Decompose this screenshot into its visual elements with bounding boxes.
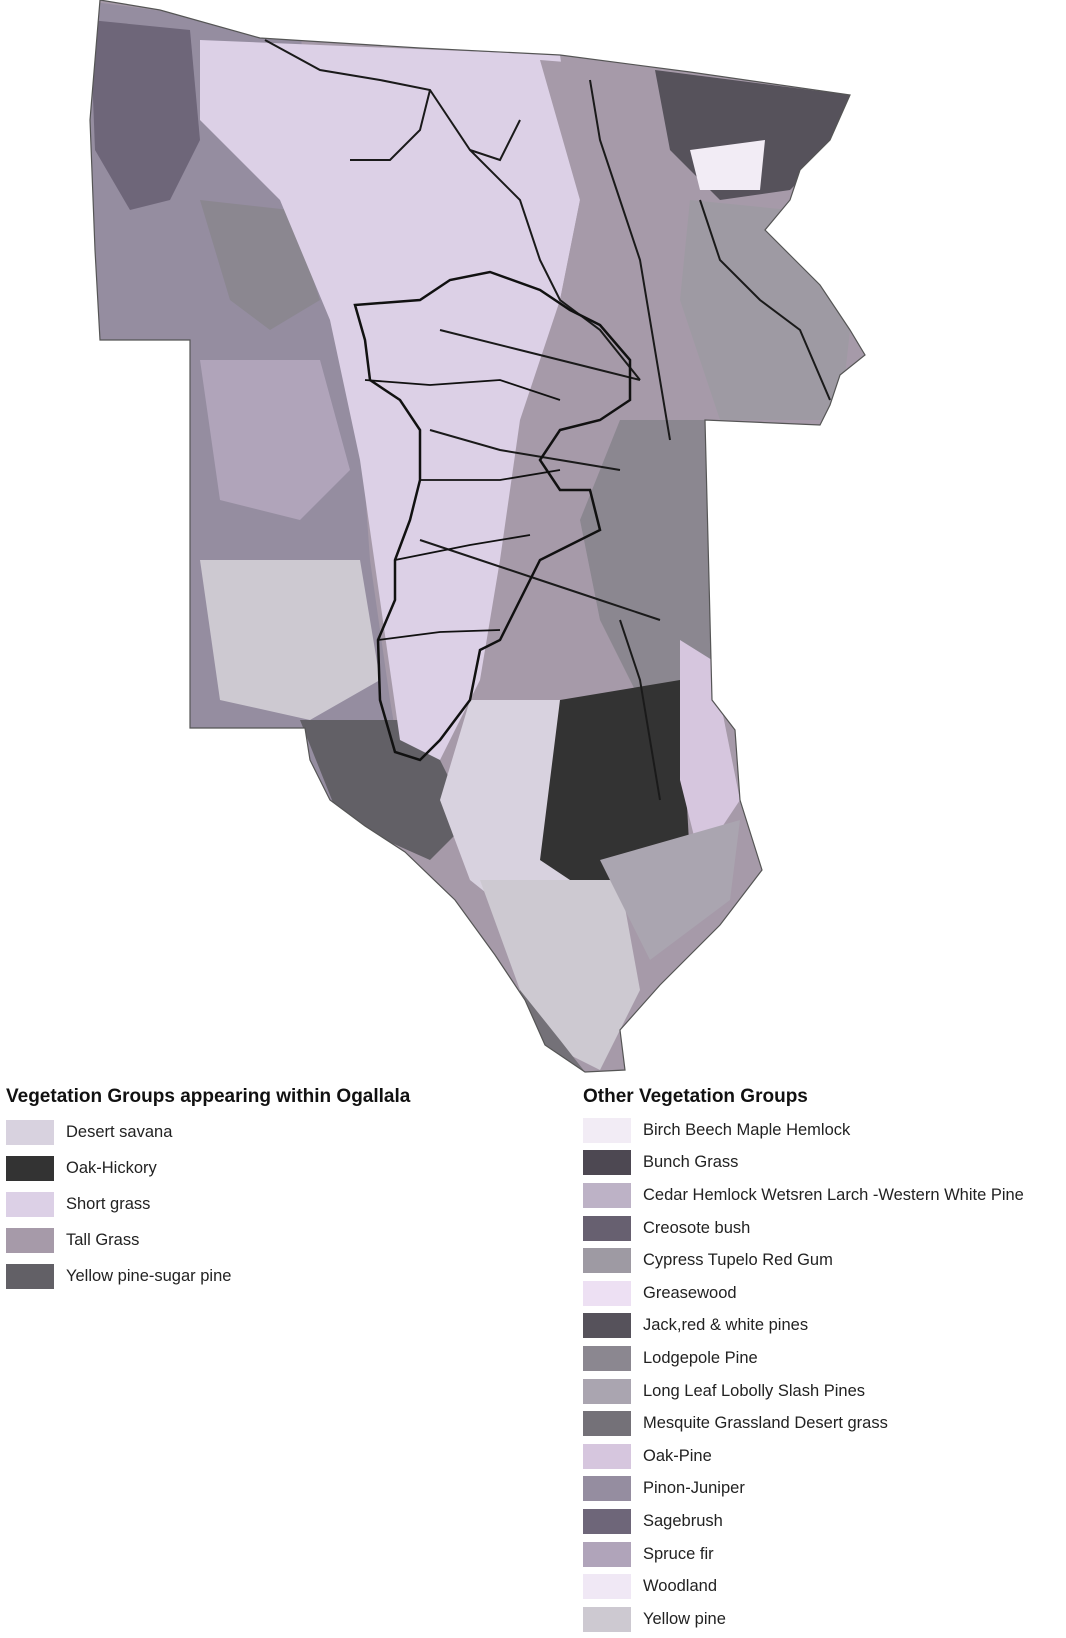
zone-spruce-fir (200, 360, 350, 520)
legend-label: Jack,red & white pines (643, 1316, 809, 1335)
legend-item: Woodland (583, 1570, 1063, 1603)
legend-swatch (583, 1411, 631, 1437)
zone-oak-pine (680, 640, 740, 860)
legend-swatch (6, 1227, 54, 1253)
river-tributary-2 (469, 119, 521, 162)
legend-item: Creosote bush (583, 1212, 1063, 1245)
river-tributary-3 (589, 79, 671, 441)
legend-label: Yellow pine-sugar pine (66, 1266, 232, 1285)
legend-label: Mesquite Grassland Desert grass (643, 1414, 888, 1433)
legend-item: Sagebrush (583, 1505, 1063, 1538)
legend-label: Tall Grass (66, 1230, 140, 1249)
legend-label: Birch Beech Maple Hemlock (643, 1120, 851, 1139)
legend-swatch (583, 1574, 631, 1600)
map-canvas (89, 0, 866, 1073)
legend-item: Greasewood (583, 1277, 1063, 1310)
river-arkansas (419, 539, 661, 621)
legend-swatch (583, 1215, 631, 1241)
legend-label: Short grass (66, 1194, 151, 1213)
legend-swatch (6, 1263, 54, 1289)
aquifer-state-line-3 (394, 534, 531, 561)
river-tributary-4 (699, 199, 831, 401)
legend-swatch (583, 1150, 631, 1176)
legend-swatch (583, 1541, 631, 1567)
legend-ogallala-title: Vegetation Groups appearing within Ogall… (6, 1086, 411, 1107)
zone-yellow-pine (200, 560, 380, 720)
aquifer-state-line-1 (364, 379, 561, 401)
legend-item: Yellow pine-sugar pine (6, 1258, 546, 1294)
legend-item: Jack,red & white pines (583, 1310, 1063, 1343)
legend-label: Long Leaf Lobolly Slash Pines (643, 1381, 865, 1400)
zone-oak-hickory-border (580, 420, 712, 700)
vegetation-zones (90, 0, 865, 1072)
legend-swatch (583, 1606, 631, 1632)
legend-item: Oak-Pine (583, 1440, 1063, 1473)
zone-tall-grass-east (520, 60, 700, 600)
legend-item: Mesquite Grassland Desert grass (583, 1407, 1063, 1440)
legend-label: Sagebrush (643, 1511, 723, 1530)
legend-item: Spruce fir (583, 1538, 1063, 1571)
legend-label: Bunch Grass (643, 1153, 739, 1172)
legend-label: Oak-Hickory (66, 1158, 157, 1177)
legend-item: Long Leaf Lobolly Slash Pines (583, 1375, 1063, 1408)
legend-item: Yellow pine (583, 1603, 1063, 1636)
legend-item: Birch Beech Maple Hemlock (583, 1114, 1063, 1147)
legend-label: Lodgepole Pine (643, 1348, 758, 1367)
aquifer-state-line-2 (420, 469, 561, 481)
zone-short-grass (200, 40, 580, 760)
legend-label: Cedar Hemlock Wetsren Larch -Western Whi… (643, 1185, 1024, 1204)
legend-label: Oak-Pine (643, 1446, 712, 1465)
legend-swatch (583, 1182, 631, 1208)
zone-lodgepole (200, 200, 320, 330)
legend-swatch (583, 1280, 631, 1306)
river-tributary-1 (350, 89, 431, 161)
legend-label: Woodland (643, 1577, 718, 1596)
zone-northwest-forest (90, 20, 200, 210)
legend-swatch (6, 1155, 54, 1181)
legend-item: Cedar Hemlock Wetsren Larch -Western Whi… (583, 1179, 1063, 1212)
legend-label: Pinon-Juniper (643, 1479, 745, 1498)
zone-birch-beech-maple (690, 140, 765, 190)
legend-item: Cypress Tupelo Red Gum (583, 1244, 1063, 1277)
aquifer-state-line-4 (377, 629, 501, 641)
river-tributary-5 (619, 619, 661, 801)
legend-swatch (583, 1508, 631, 1534)
zone-long-leaf-pines (600, 820, 740, 960)
legend-item: Desert savana (6, 1114, 546, 1150)
study-region-boundary (89, 0, 866, 1073)
vegetation-map (89, 0, 866, 1073)
legend-item: Oak-Hickory (6, 1150, 546, 1186)
river-network (264, 39, 831, 801)
legend-label: Greasewood (643, 1283, 737, 1302)
legend-label: Desert savana (66, 1122, 173, 1141)
legend-label: Cypress Tupelo Red Gum (643, 1251, 833, 1270)
legend-item: Lodgepole Pine (583, 1342, 1063, 1375)
legend-swatch (583, 1313, 631, 1339)
ogallala-aquifer-outline (353, 270, 632, 762)
legend-other-title: Other Vegetation Groups (583, 1086, 808, 1107)
river-platte (439, 329, 641, 381)
legend-other: Other Vegetation Groups Birch Beech Mapl… (583, 1086, 1063, 1636)
legend-swatch (583, 1476, 631, 1502)
legend-swatch (583, 1345, 631, 1371)
legend-swatch (583, 1248, 631, 1274)
river-kansas (429, 429, 621, 471)
zone-south-texas (480, 880, 640, 1070)
legend-item: Bunch Grass (583, 1147, 1063, 1180)
legend-swatch (583, 1117, 631, 1143)
legend-swatch (583, 1378, 631, 1404)
legend-ogallala: Vegetation Groups appearing within Ogall… (6, 1086, 546, 1294)
legend-item: Tall Grass (6, 1222, 546, 1258)
legend-label: Yellow pine (643, 1609, 726, 1628)
legend-item: Pinon-Juniper (583, 1473, 1063, 1506)
legend-item: Short grass (6, 1186, 546, 1222)
zone-yellow-pine-sugar-pine (300, 720, 470, 860)
legend-label: Spruce fir (643, 1544, 714, 1563)
legend-swatch (6, 1119, 54, 1145)
legend-label: Creosote bush (643, 1218, 751, 1237)
legend-swatch (583, 1443, 631, 1469)
legend-swatch (6, 1191, 54, 1217)
